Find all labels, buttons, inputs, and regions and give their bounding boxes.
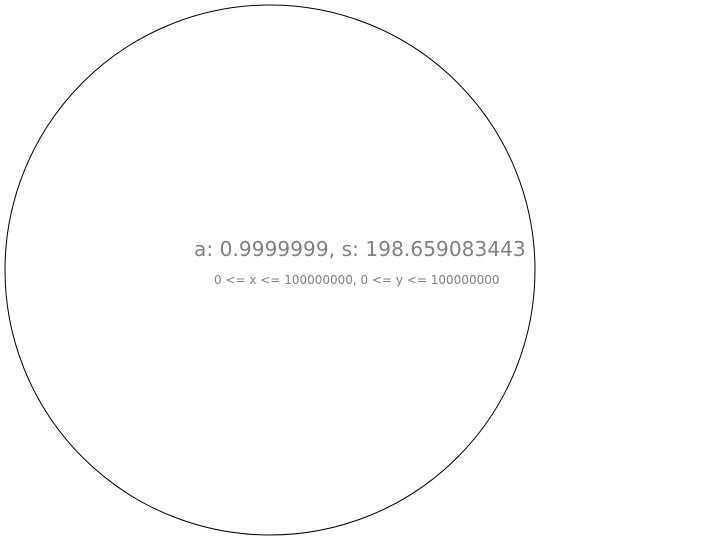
parameter-label: a: 0.9999999, s: 198.659083443	[194, 237, 526, 261]
circle-outline	[4, 4, 536, 536]
range-label: 0 <= x <= 100000000, 0 <= y <= 100000000	[214, 273, 500, 287]
